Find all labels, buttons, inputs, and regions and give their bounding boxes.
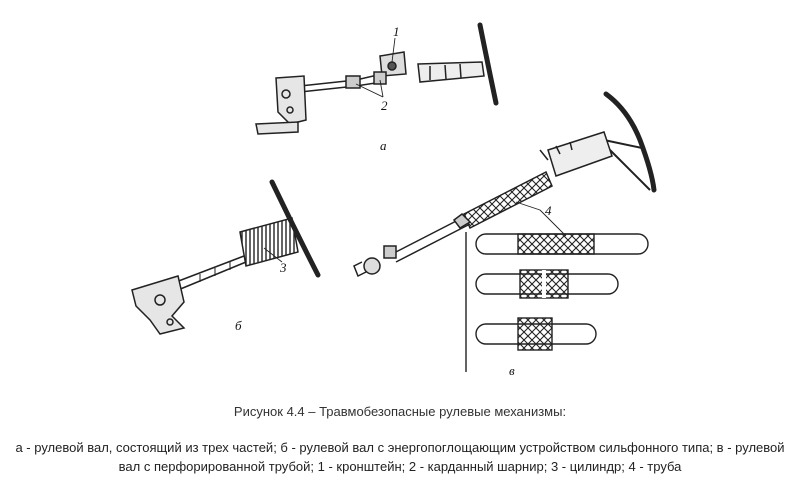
detail-tubes-v	[465, 232, 649, 372]
figure-caption: Рисунок 4.4 – Травмобезопасные рулевые м…	[233, 404, 567, 419]
drawing-b-bellows-shaft	[131, 179, 321, 335]
callout-4-label: 4	[545, 203, 552, 218]
leader-lines-a	[355, 37, 396, 98]
drawing-a-label: а	[380, 138, 387, 153]
drawing-v-perforated-shaft	[353, 91, 657, 278]
figure-legend: а - рулевой вал, состоящий из трех часте…	[15, 440, 785, 474]
callout-3-label: 3	[279, 260, 287, 275]
leader-line-3	[263, 247, 283, 263]
drawing-b-label: б	[235, 318, 242, 333]
leader-lines-4	[515, 201, 567, 237]
drawing-a-three-part-shaft	[255, 22, 499, 135]
callout-2-label: 2	[381, 98, 388, 113]
callout-1-label: 1	[393, 24, 400, 39]
steering-mechanisms-figure: 1 2 а 3 б	[131, 22, 657, 378]
drawing-v-label: в	[509, 363, 515, 378]
